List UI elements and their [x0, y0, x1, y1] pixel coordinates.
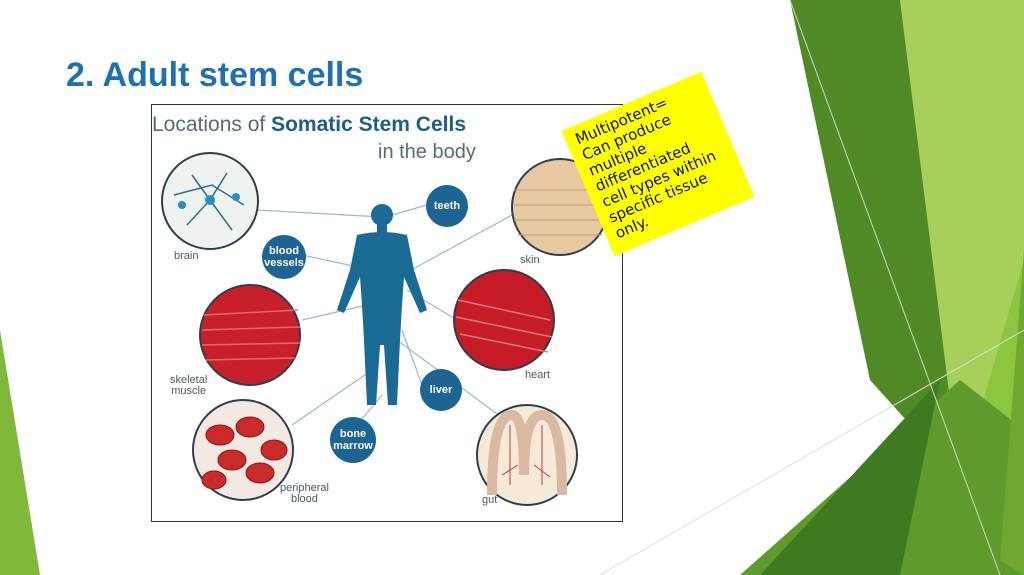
human-silhouette — [337, 204, 427, 405]
label-skeletal-muscle: skeletal muscle — [170, 374, 208, 397]
figure-title-prefix: Locations of — [152, 113, 272, 136]
bubble-bone-marrow: bone marrow — [330, 417, 376, 463]
label-peripheral-blood: peripheral blood — [280, 482, 329, 505]
gut-circle — [476, 404, 578, 506]
brain-circle — [161, 152, 259, 250]
connector-lines — [256, 204, 513, 426]
bubble-teeth: teeth — [426, 185, 468, 227]
label-brain: brain — [174, 250, 199, 262]
label-skin: skin — [520, 254, 540, 266]
skeletal-muscle-circle — [199, 284, 301, 386]
label-gut: gut — [482, 494, 498, 506]
slide-title: 2. Adult stem cells — [66, 56, 364, 94]
somatic-stem-cells-figure: Locations of Somatic Stem Cells in the b… — [151, 104, 623, 522]
figure-title-bold: Somatic Stem Cells — [271, 113, 466, 136]
bubble-liver: liver — [420, 369, 462, 411]
figure-illustration — [161, 152, 609, 506]
peripheral-blood-circle — [192, 399, 294, 501]
label-heart: heart — [525, 369, 551, 381]
figure-subtitle: in the body — [378, 141, 476, 163]
bubble-blood-vessels: blood vessels — [262, 235, 306, 279]
heart-circle — [453, 269, 555, 371]
figure-title: Locations of Somatic Stem Cells — [152, 113, 466, 137]
